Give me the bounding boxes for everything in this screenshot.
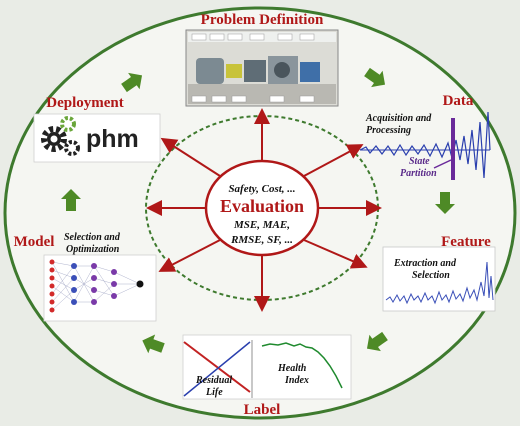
data-signal-plot — [359, 111, 491, 180]
label-feature: Feature — [441, 234, 491, 250]
residual-life-line — [183, 341, 251, 393]
label-label: Label — [244, 402, 281, 418]
note-health-line1: Health — [277, 363, 307, 374]
note-extraction-line1: Extraction and — [393, 258, 457, 269]
arrow-label-to-model — [142, 334, 165, 354]
label-problem-definition: Problem Definition — [201, 12, 324, 28]
label-model: Model — [14, 234, 55, 250]
arrow-model-to-deployment — [61, 189, 81, 211]
note-extraction-line2: Selection — [412, 270, 450, 281]
spoke-down-left — [158, 239, 221, 272]
neural-network — [43, 254, 157, 322]
evaluation-title: Evaluation — [220, 196, 304, 216]
test-rig-photo — [185, 29, 339, 107]
label-deployment: Deployment — [46, 95, 124, 111]
note-selection-line1: Selection and — [64, 232, 121, 243]
spoke-up-left — [160, 137, 221, 177]
note-acquisition-line2: Processing — [366, 125, 411, 136]
health-index-curve — [261, 342, 343, 389]
feature-signal-plot — [382, 246, 496, 312]
label-data: Data — [443, 93, 474, 109]
arrow-problem-to-data — [364, 67, 386, 88]
spoke-down-right — [303, 239, 368, 269]
evaluation-line3: RMSE, SF, ... — [230, 234, 293, 246]
arrow-deployment-to-problem — [121, 72, 143, 93]
evaluation-line2: MSE, MAE, — [233, 219, 290, 231]
note-health-line2: Index — [284, 375, 309, 386]
evaluation-line1: Safety, Cost, ... — [228, 183, 295, 195]
note-acquisition-line1: Acquisition and — [365, 113, 432, 124]
evaluation-spokes — [146, 108, 382, 312]
arrow-feature-to-label — [366, 331, 388, 352]
note-state-line2: Partition — [400, 168, 437, 179]
spoke-up-right — [303, 144, 364, 177]
gear-icon — [41, 116, 80, 156]
note-state-line1: State — [409, 156, 430, 167]
note-selection-line2: Optimization — [66, 244, 120, 255]
note-residual-line2: Life — [205, 387, 223, 398]
phm-logo-text: phm — [86, 125, 139, 153]
phm-logo: phm — [33, 113, 161, 163]
arrow-data-to-feature — [435, 192, 455, 214]
note-residual-line1: Residual — [195, 375, 232, 386]
cycle-arrows — [61, 67, 455, 354]
evaluation-circle — [204, 159, 320, 257]
label-plots — [182, 334, 352, 400]
